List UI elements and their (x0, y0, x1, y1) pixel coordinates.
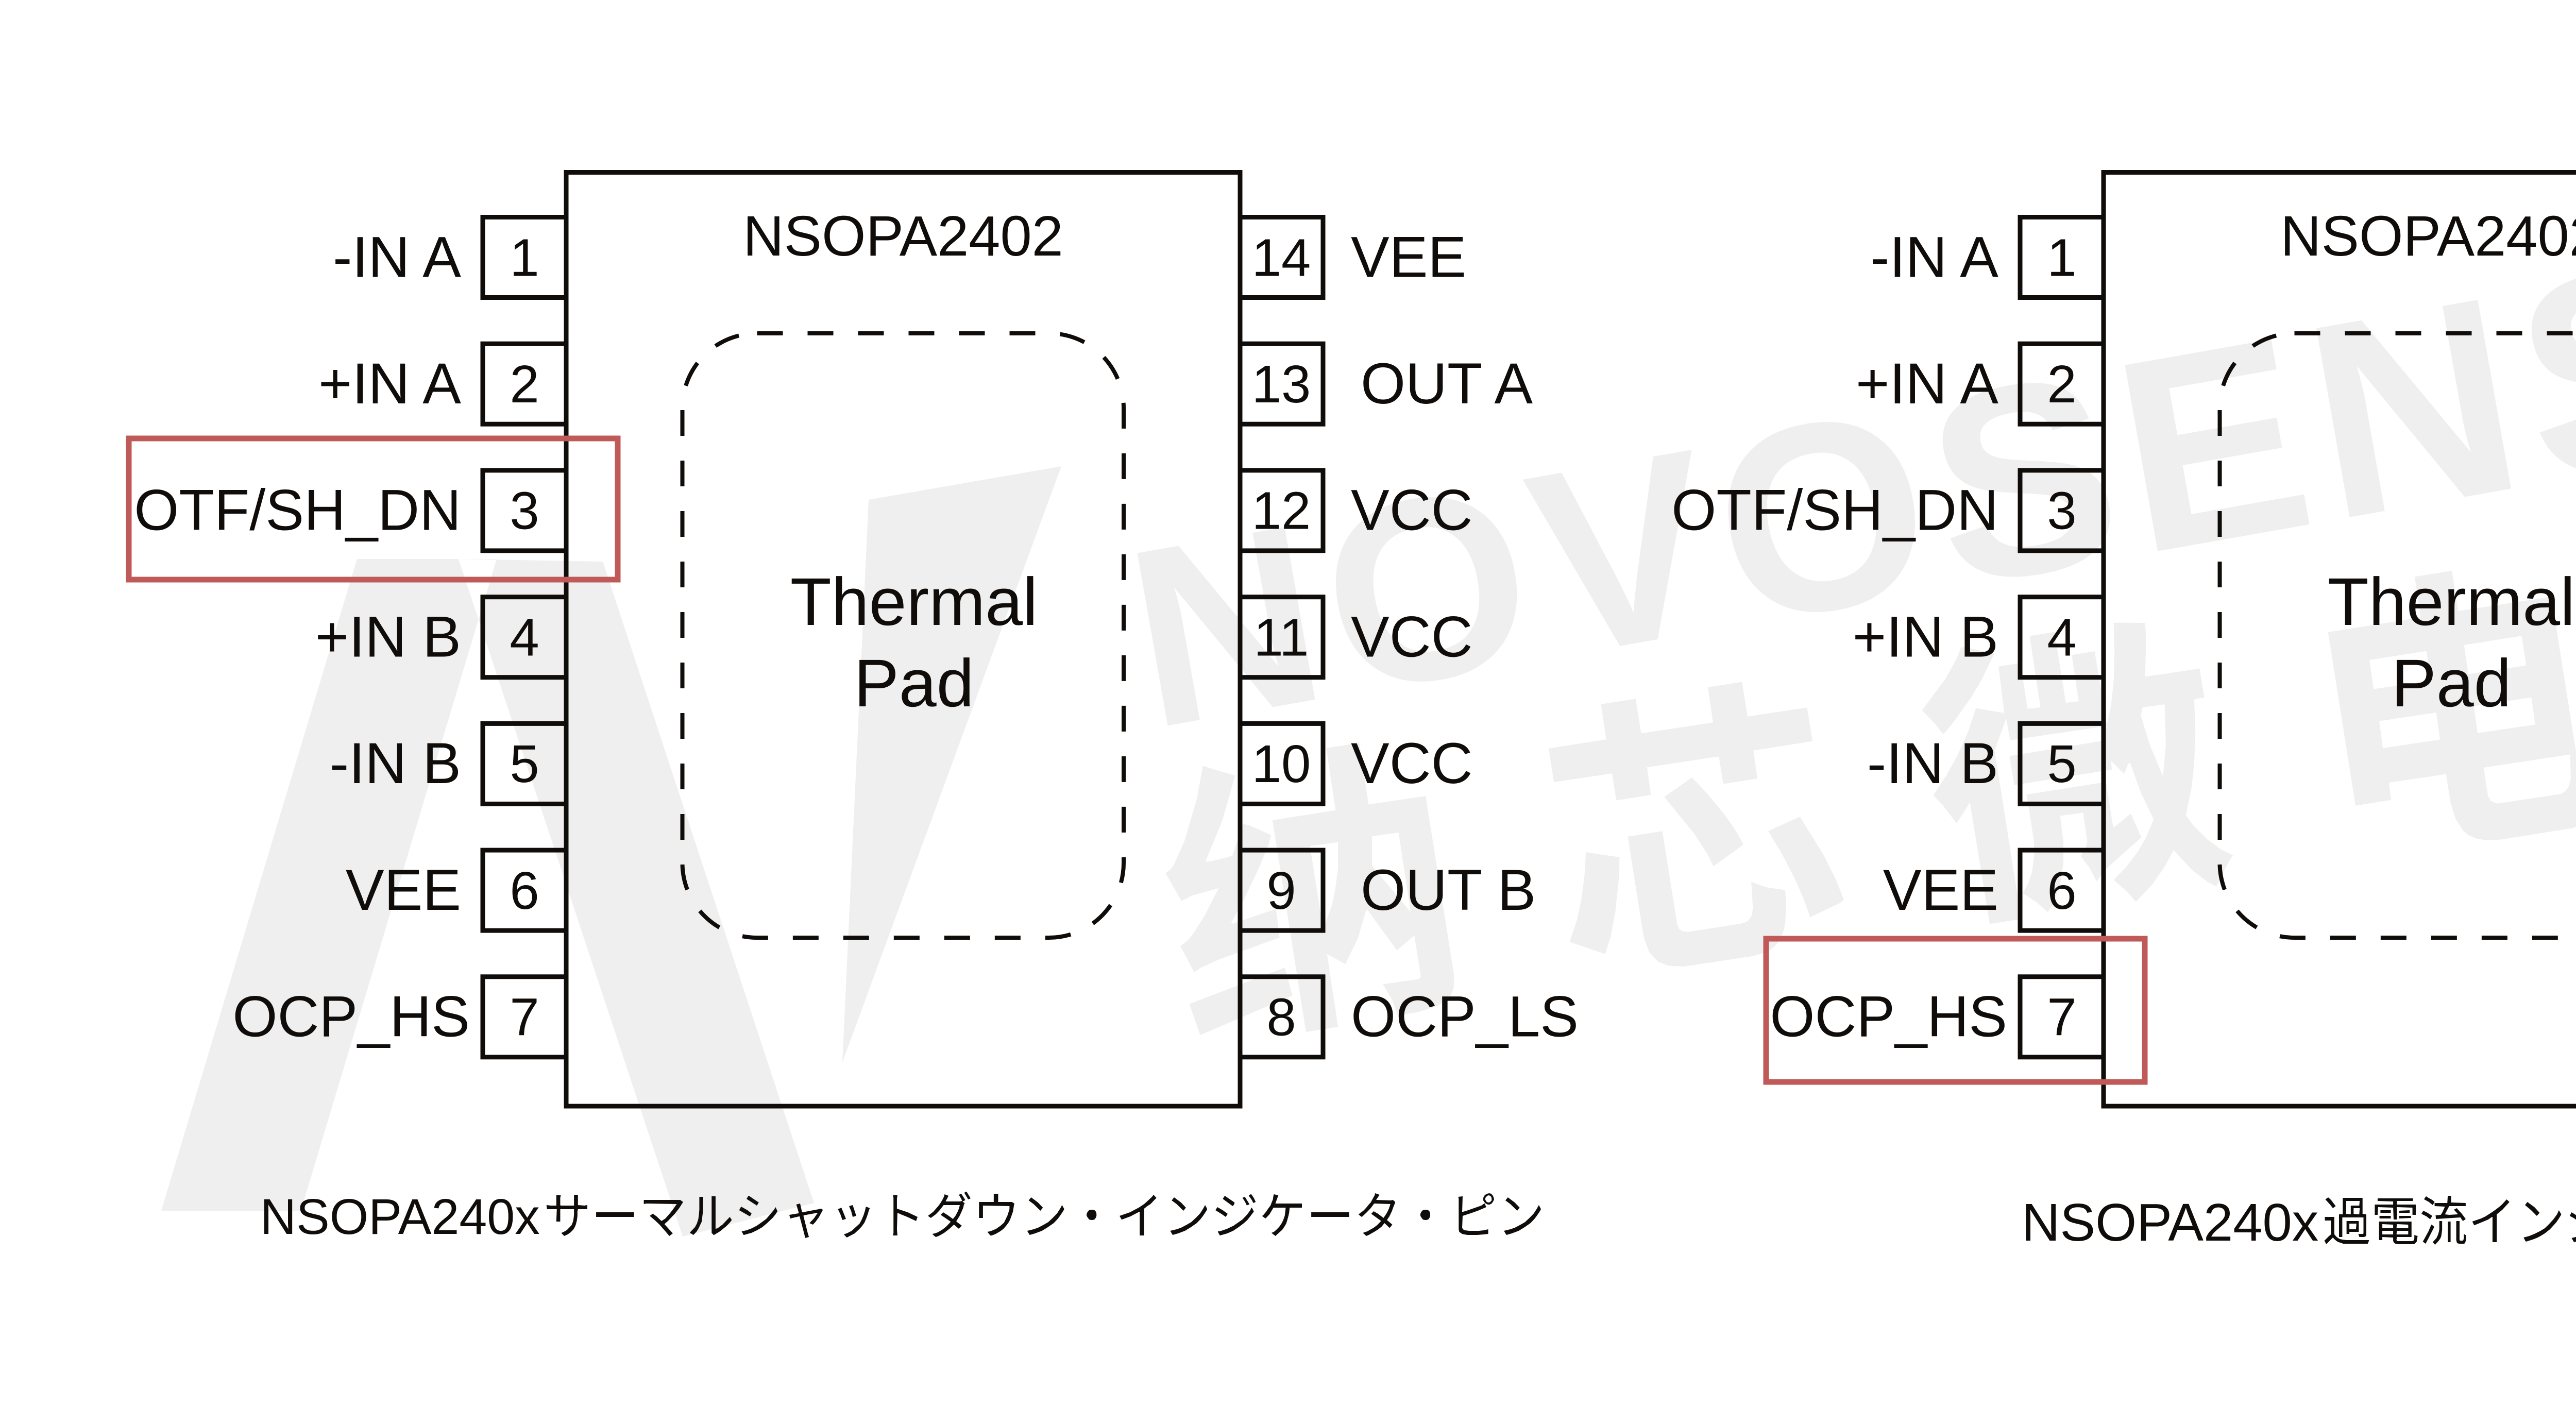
svg-text:7: 7 (510, 988, 539, 1047)
svg-text:Thermal: Thermal (790, 564, 1038, 639)
svg-text:13: 13 (1252, 354, 1311, 414)
svg-text:-IN A: -IN A (333, 225, 461, 289)
svg-text:VCC: VCC (1351, 478, 1472, 543)
svg-text:OUT B: OUT B (1361, 858, 1536, 922)
svg-text:7: 7 (2047, 988, 2076, 1047)
svg-text:+IN B: +IN B (315, 605, 461, 669)
svg-text:6: 6 (510, 861, 539, 920)
svg-text:12: 12 (1252, 481, 1311, 540)
svg-text:+IN A: +IN A (318, 351, 461, 416)
svg-text:NSOPA2402: NSOPA2402 (2280, 205, 2576, 268)
svg-text:11: 11 (1254, 608, 1309, 667)
svg-text:1: 1 (510, 228, 539, 287)
svg-text:NSOPA2402: NSOPA2402 (743, 205, 1063, 268)
svg-text:+IN A: +IN A (1856, 351, 1998, 416)
svg-text:VCC: VCC (1351, 605, 1472, 669)
svg-text:VEE: VEE (1883, 858, 1998, 922)
svg-text:Thermal: Thermal (2328, 564, 2575, 639)
svg-text:14: 14 (1252, 228, 1311, 287)
svg-text:NSOPA240x: NSOPA240x (260, 1189, 540, 1245)
svg-text:2: 2 (510, 354, 539, 414)
svg-text:10: 10 (1252, 734, 1311, 793)
svg-text:2: 2 (2047, 354, 2076, 414)
svg-text:VEE: VEE (346, 858, 461, 922)
svg-text:Pad: Pad (854, 645, 974, 721)
svg-text:VEE: VEE (1351, 225, 1466, 289)
svg-text:VCC: VCC (1351, 731, 1472, 795)
svg-text:OCP_HS: OCP_HS (1770, 985, 2007, 1049)
svg-text:9: 9 (1266, 861, 1296, 920)
svg-text:NSOPA240x: NSOPA240x (2022, 1193, 2318, 1252)
svg-text:6: 6 (2047, 861, 2076, 920)
svg-text:-IN A: -IN A (1870, 225, 1998, 289)
svg-text:O: O (1302, 430, 1551, 749)
svg-text:3: 3 (510, 481, 539, 540)
svg-text:4: 4 (2047, 608, 2076, 667)
svg-text:5: 5 (510, 734, 539, 793)
svg-text:4: 4 (510, 608, 539, 667)
svg-text:-IN B: -IN B (1867, 731, 1998, 795)
svg-text:3: 3 (2047, 481, 2076, 540)
svg-text:OTF/SH_DN: OTF/SH_DN (134, 478, 461, 543)
svg-text:OTF/SH_DN: OTF/SH_DN (1671, 478, 1998, 543)
svg-text:OCP_HS: OCP_HS (232, 985, 470, 1049)
svg-text:Pad: Pad (2391, 645, 2511, 721)
svg-text:-IN B: -IN B (330, 731, 461, 795)
svg-text:OUT A: OUT A (1361, 351, 1533, 416)
svg-text:O: O (1694, 351, 1950, 681)
svg-text:+IN B: +IN B (1853, 605, 1998, 669)
svg-text:5: 5 (2047, 734, 2076, 793)
svg-text:1: 1 (2047, 228, 2076, 287)
svg-text:8: 8 (1266, 988, 1296, 1047)
svg-text:OCP_LS: OCP_LS (1351, 985, 1579, 1049)
